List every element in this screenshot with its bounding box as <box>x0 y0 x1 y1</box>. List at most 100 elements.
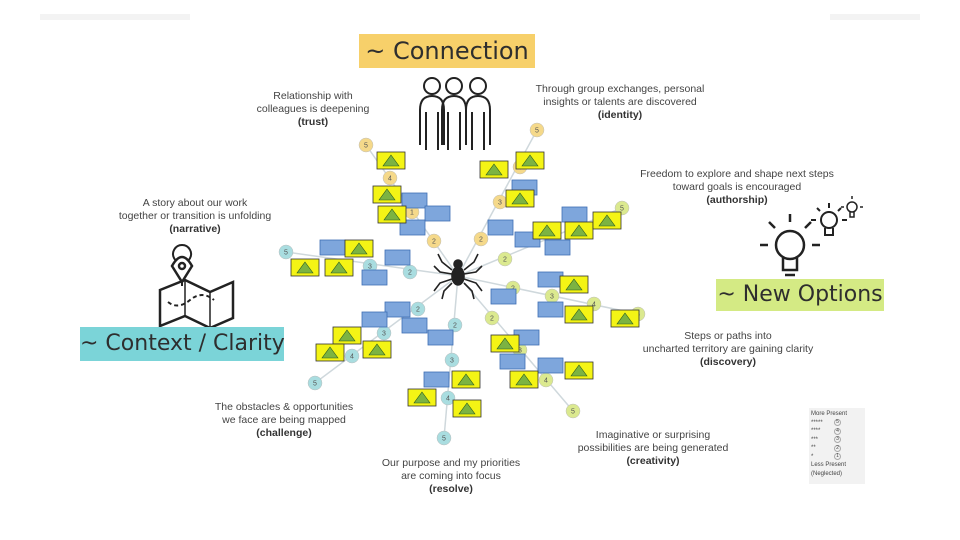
triangle-icon <box>338 329 356 342</box>
level-node <box>410 301 426 317</box>
caption-resolve: Our purpose and my priorities are coming… <box>364 457 538 496</box>
level-node-label: 3 <box>498 200 502 207</box>
legend: More Present *****5****4***3**2*1 Less P… <box>809 408 865 484</box>
legend-stars: **** <box>811 428 821 434</box>
level-node-label: 2 <box>416 307 420 314</box>
legend-dot: 5 <box>834 419 841 427</box>
legend-dot: 1 <box>834 453 841 461</box>
legend-stars: ** <box>811 445 816 451</box>
blue-marker <box>537 357 564 374</box>
new-options-banner: ~ New Options <box>716 279 884 311</box>
level-node-label: 2 <box>503 257 507 264</box>
level-node-label: 2 <box>453 323 457 330</box>
level-node-label: 5 <box>571 409 575 416</box>
legend-dot: 4 <box>834 427 841 435</box>
level-node-label: 5 <box>364 143 368 150</box>
caption-authorship: Freedom to explore and shape next steps … <box>617 168 857 207</box>
level-node-label: 2 <box>408 270 412 277</box>
level-node <box>444 352 460 368</box>
triangle-icon <box>570 364 588 377</box>
level-node-label: 3 <box>550 294 554 301</box>
triangle-icon <box>538 224 556 237</box>
triangle-icon <box>565 278 583 291</box>
level-node-label: 4 <box>350 354 354 361</box>
blue-marker <box>399 219 426 236</box>
legend-top: More Present <box>811 411 848 417</box>
level-node-label: 2 <box>490 316 494 323</box>
blue-marker <box>537 301 564 318</box>
blue-marker <box>561 206 588 223</box>
triangle-icon <box>413 391 431 404</box>
level-node <box>484 310 500 326</box>
blue-marker <box>544 239 571 256</box>
blue-marker <box>401 317 428 334</box>
caption-identity-text: Through group exchanges, personal insigh… <box>535 83 705 108</box>
blue-marker <box>487 219 514 236</box>
triangle-icon <box>330 261 348 274</box>
level-node <box>440 390 456 406</box>
triangle-icon <box>457 373 475 386</box>
triangle-icon <box>321 346 339 359</box>
level-node-label: 2 <box>479 237 483 244</box>
legend-neglected: (Neglected) <box>811 470 843 477</box>
level-node <box>278 244 294 260</box>
legend-row: ***3 <box>811 436 863 445</box>
level-node-label: 5 <box>284 250 288 257</box>
level-node-label: 4 <box>388 176 392 183</box>
caption-creativity-tag: (creativity) <box>626 455 680 467</box>
context-clarity-banner: ~ Context / Clarity <box>80 327 285 361</box>
caption-trust-text: Relationship with colleagues is deepenin… <box>256 90 370 115</box>
legend-row: *1 <box>811 453 863 462</box>
legend-less-present: Less Present <box>811 462 847 468</box>
triangle-icon <box>458 402 476 415</box>
level-node-label: 5 <box>442 436 446 443</box>
level-node <box>473 231 489 247</box>
legend-dot: 2 <box>834 444 841 452</box>
blue-marker <box>401 192 428 209</box>
level-node <box>307 375 323 391</box>
blue-marker <box>490 288 517 305</box>
triangle-icon <box>570 224 588 237</box>
triangle-icon <box>382 154 400 167</box>
level-node-label: 3 <box>518 348 522 355</box>
caption-trust: Relationship with colleagues is deepenin… <box>248 90 378 129</box>
level-node-label: 3 <box>450 358 454 365</box>
triangle-icon <box>383 208 401 221</box>
top-fade-right <box>830 14 920 20</box>
triangle-icon <box>368 343 386 356</box>
level-node-label: 4 <box>592 302 596 309</box>
caption-identity: Through group exchanges, personal insigh… <box>520 83 720 122</box>
blue-marker <box>384 249 411 266</box>
level-node <box>436 430 452 446</box>
legend-stars: *** <box>811 436 819 443</box>
blue-marker <box>499 353 526 370</box>
level-node-label: 3 <box>382 331 386 338</box>
triangle-icon <box>570 308 588 321</box>
blue-marker <box>537 271 564 288</box>
spider-icon <box>433 253 483 300</box>
lightbulb-icon-small <box>811 203 847 236</box>
caption-narrative-tag: (narrative) <box>169 223 221 235</box>
blue-marker <box>427 329 454 346</box>
level-node <box>358 137 374 153</box>
triangle-icon <box>511 192 529 205</box>
map-icon <box>158 244 235 330</box>
caption-narrative-text: A story about our work together or trans… <box>118 197 272 222</box>
lightbulb-icon <box>760 214 820 277</box>
triangle-icon <box>515 373 533 386</box>
level-node <box>565 403 581 419</box>
legend-stars: ***** <box>811 419 823 426</box>
level-node <box>497 251 513 267</box>
caption-discovery-text: Steps or paths into uncharted territory … <box>642 330 814 355</box>
legend-rows: *****5****4***3**2*1 <box>811 419 863 462</box>
caption-narrative: A story about our work together or trans… <box>95 197 295 236</box>
lightbulb-icon-tiny <box>841 196 863 218</box>
level-node-label: 4 <box>446 396 450 403</box>
legend-stars: * <box>811 453 814 460</box>
level-node-label: 1 <box>410 210 414 217</box>
top-fade-left <box>40 14 190 20</box>
level-node-label: 3 <box>368 264 372 271</box>
caption-resolve-tag: (resolve) <box>429 483 473 495</box>
level-node-label: 5 <box>620 206 624 213</box>
